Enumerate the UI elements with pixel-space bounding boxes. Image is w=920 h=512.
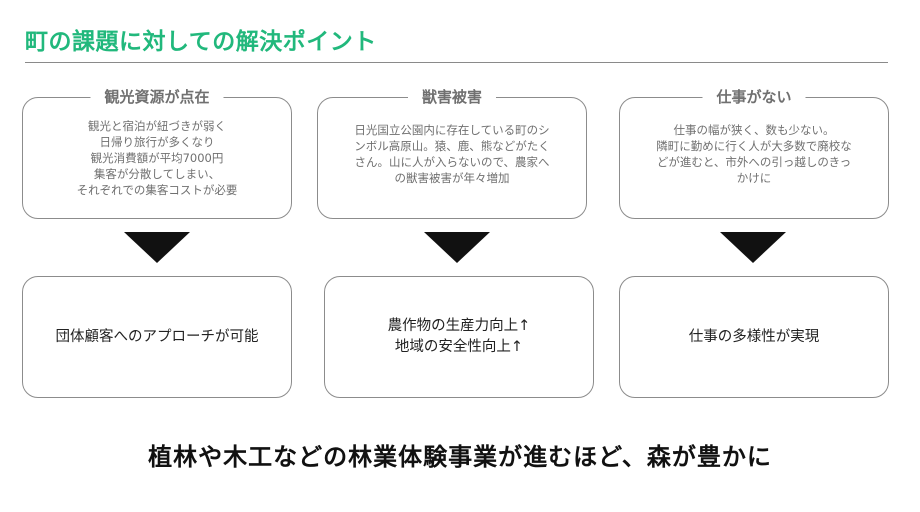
problem-box-jobs: 仕事がない 仕事の幅が狭く、数も少ない。 隣町に勤めに行く人が大多数で廃校な ど…: [619, 86, 889, 219]
problem-description: 観光と宿泊が紐づきが弱く 日帰り旅行が多くなり 観光消費額が平均7000円 集客…: [31, 118, 283, 198]
problem-heading: 獣害被害: [407, 86, 497, 108]
result-line: 団体顧客へのアプローチが可能: [55, 328, 259, 345]
problem-line: それぞれでの集客コストが必要: [76, 183, 238, 197]
arrow-down-icon: [124, 232, 190, 263]
problem-line: 日帰り旅行が多くなり: [99, 135, 215, 149]
conclusion-text: 植林や木工などの林業体験事業が進むほど、森が豊かに: [148, 443, 772, 471]
page-title: 町の課題に対しての解決ポイント: [25, 29, 377, 55]
result-text: 仕事の多様性が実現: [689, 327, 820, 348]
arrow-down-icon: [424, 232, 490, 263]
problem-line: 観光消費額が平均7000円: [90, 151, 224, 165]
problem-line: さん。山に人が入らないので、農家へ: [354, 155, 550, 169]
problem-line: 仕事の幅が狭く、数も少ない。: [673, 123, 835, 137]
problem-line: 観光と宿泊が紐づきが弱く: [88, 119, 226, 133]
result-line: 地域の安全性向上↑: [394, 339, 524, 355]
result-line: 仕事の多様性が実現: [688, 328, 820, 345]
title-divider: [25, 62, 888, 63]
result-box-wildlife: 農作物の生産力向上↑ 地域の安全性向上↑: [324, 276, 594, 398]
result-box-tourism: 団体顧客へのアプローチが可能: [22, 276, 292, 398]
problem-line: 集客が分散してしまい、: [93, 167, 221, 181]
result-box-jobs: 仕事の多様性が実現: [619, 276, 889, 398]
problem-line: の獣害被害が年々増加: [394, 171, 510, 185]
problem-line: 隣町に勤めに行く人が大多数で廃校な: [656, 139, 852, 153]
problem-line: 日光国立公園内に存在している町のシ: [354, 123, 550, 137]
problem-heading: 観光資源が点在: [90, 86, 224, 108]
problem-box-wildlife: 獣害被害 日光国立公園内に存在している町のシ ンボル高原山。猿、鹿、熊などがたく…: [317, 86, 587, 219]
problem-line: ンボル高原山。猿、鹿、熊などがたく: [354, 139, 550, 153]
problem-description: 日光国立公園内に存在している町のシ ンボル高原山。猿、鹿、熊などがたく さん。山…: [326, 122, 578, 186]
problem-description: 仕事の幅が狭く、数も少ない。 隣町に勤めに行く人が大多数で廃校な どが進むと、市…: [628, 122, 880, 186]
problem-box-tourism: 観光資源が点在 観光と宿泊が紐づきが弱く 日帰り旅行が多くなり 観光消費額が平均…: [22, 86, 292, 219]
problem-line: かけに: [736, 171, 772, 185]
arrow-down-icon: [720, 232, 786, 263]
result-text: 農作物の生産力向上↑ 地域の安全性向上↑: [388, 316, 531, 358]
result-line: 農作物の生産力向上↑: [387, 318, 531, 334]
problem-heading: 仕事がない: [702, 86, 806, 108]
problem-line: どが進むと、市外への引っ越しのきっ: [656, 155, 852, 169]
result-text: 団体顧客へのアプローチが可能: [56, 327, 259, 348]
